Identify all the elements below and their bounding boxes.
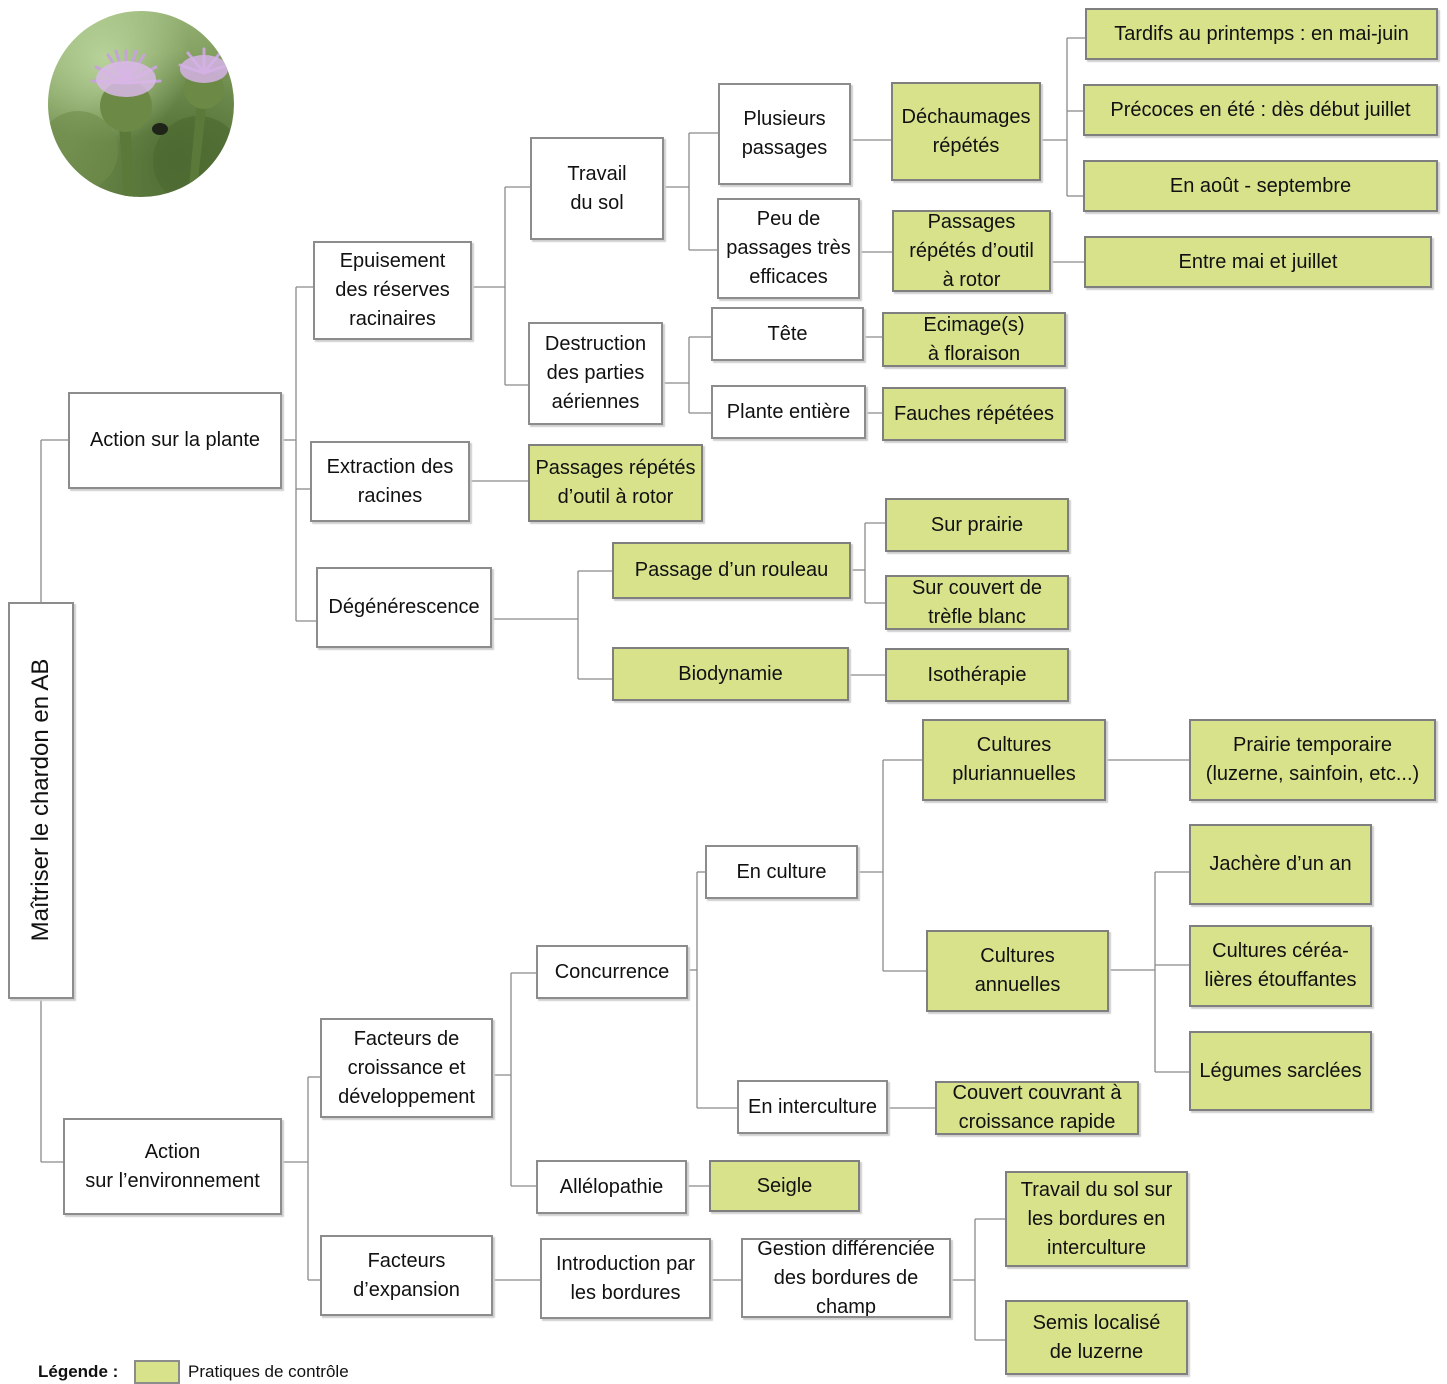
- node-cultures-pluriannuelles: Cultures pluriannuelles: [922, 719, 1106, 801]
- legend-swatch: [134, 1360, 180, 1384]
- node-passage-rouleau: Passage d’un rouleau: [612, 542, 851, 599]
- node-isotherapie: Isothérapie: [885, 648, 1069, 702]
- node-biodynamie: Biodynamie: [612, 647, 849, 701]
- node-aout-septembre: En août - septembre: [1083, 160, 1438, 212]
- node-semis-localise-luzerne: Semis localisé de luzerne: [1005, 1300, 1188, 1375]
- node-fauches-repetees: Fauches répétées: [882, 387, 1066, 441]
- legend-item-label: Pratiques de contrôle: [188, 1362, 349, 1381]
- node-allelopathie: Allélopathie: [536, 1160, 687, 1214]
- node-couvert-couvrant: Couvert couvrant à croissance rapide: [935, 1081, 1139, 1135]
- node-tete: Tête: [711, 307, 864, 361]
- legend-title: Légende :: [38, 1362, 119, 1381]
- node-action-sur-la-plante: Action sur la plante: [68, 392, 282, 489]
- node-facteurs-expansion: Facteurs d’expansion: [320, 1235, 493, 1316]
- node-degenerescence: Dégénérescence: [316, 567, 492, 648]
- node-peu-de-passages: Peu de passages très efficaces: [717, 198, 860, 299]
- node-tardifs-printemps: Tardifs au printemps : en mai-juin: [1085, 8, 1438, 60]
- node-gestion-bordures: Gestion différenciée des bordures de cha…: [741, 1238, 951, 1318]
- node-en-interculture: En interculture: [737, 1080, 888, 1134]
- node-seigle: Seigle: [709, 1160, 860, 1212]
- thistle-flower-icon: [48, 47, 234, 197]
- node-ecimage-floraison: Ecimage(s) à floraison: [882, 312, 1066, 367]
- root-label: Maîtriser le chardon en AB: [27, 658, 54, 942]
- node-sur-couvert-trefle: Sur couvert de trèfle blanc: [885, 575, 1069, 630]
- node-jachere-un-an: Jachère d’un an: [1189, 824, 1372, 905]
- node-prairie-temporaire: Prairie temporaire (luzerne, sainfoin, e…: [1189, 719, 1436, 801]
- node-facteurs-croissance: Facteurs de croissance et développement: [320, 1018, 493, 1118]
- node-dechaumages-repetes: Déchaumages répétés: [891, 82, 1041, 181]
- node-entre-mai-juillet: Entre mai et juillet: [1084, 236, 1432, 288]
- node-precoces-ete: Précoces en été : dès début juillet: [1083, 84, 1438, 136]
- node-passages-repetes-rotor: Passages répétés d’outil à rotor: [528, 444, 703, 522]
- root-node: [8, 602, 74, 999]
- node-introduction-bordures: Introduction par les bordures: [540, 1238, 711, 1319]
- node-legumes-sarclees: Légumes sarclées: [1189, 1031, 1372, 1111]
- node-epuisement-reserves: Epuisement des réserves racinaires: [313, 241, 472, 340]
- node-en-culture: En culture: [705, 845, 858, 899]
- node-cultures-cerealieres: Cultures céréa- lières étouffantes: [1189, 925, 1372, 1007]
- node-concurrence: Concurrence: [536, 945, 688, 999]
- thistle-photo: [48, 11, 234, 197]
- node-plusieurs-passages: Plusieurs passages: [718, 83, 851, 185]
- node-cultures-annuelles: Cultures annuelles: [926, 930, 1109, 1012]
- node-travail-du-sol: Travail du sol: [530, 137, 664, 240]
- node-extraction-racines: Extraction des racines: [310, 441, 470, 522]
- node-destruction-parties-aeriennes: Destruction des parties aériennes: [528, 322, 663, 425]
- node-passages-repetes-outil-rotor: Passages répétés d’outil à rotor: [892, 210, 1051, 292]
- node-sur-prairie: Sur prairie: [885, 498, 1069, 552]
- node-travail-sol-bordures: Travail du sol sur les bordures en inter…: [1005, 1171, 1188, 1267]
- node-action-sur-environnement: Action sur l’environnement: [63, 1118, 282, 1215]
- node-plante-entiere: Plante entière: [711, 385, 866, 439]
